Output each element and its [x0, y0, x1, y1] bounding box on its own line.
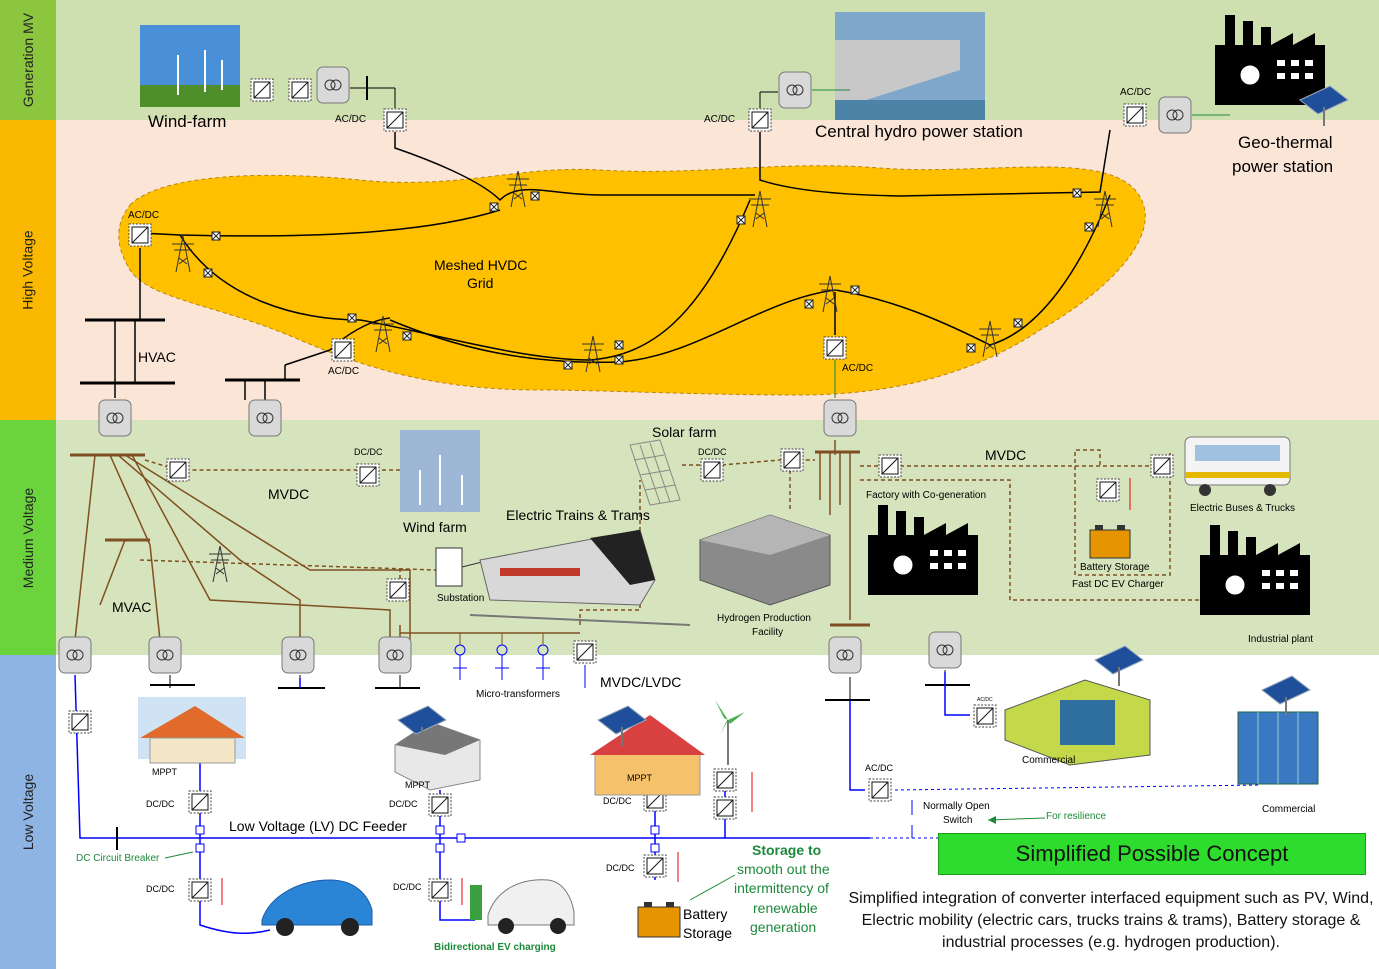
mvdc-lvdc-label: MVDC/LVDC — [600, 674, 682, 690]
dcdc-label-5: DC/DC — [393, 882, 422, 892]
storage-note-2: smooth out the — [737, 861, 830, 877]
storage-note-4: renewable — [753, 900, 818, 916]
house-1-picture — [138, 697, 246, 764]
acdc-label-4: AC/DC — [128, 210, 160, 221]
geothermal-factory-icon — [1214, 14, 1326, 106]
house-2-picture — [394, 705, 481, 791]
hydro-dam-picture — [835, 12, 985, 120]
solar-farm-label: Solar farm — [652, 424, 717, 440]
hydro-label: Central hydro power station — [815, 122, 1023, 141]
commercial-label-1: Commercial — [1022, 755, 1076, 766]
trains-label: Electric Trains & Trams — [506, 507, 650, 523]
normally-open-label-1: Normally Open — [923, 801, 990, 812]
storage-note-3: intermittency of — [734, 880, 829, 896]
cogeneration-factory-icon — [867, 504, 979, 596]
dc-breaker-label: DC Circuit Breaker — [76, 853, 160, 864]
acdc-label-5: AC/DC — [328, 366, 360, 377]
bidirectional-label: Bidirectional EV charging — [434, 942, 556, 953]
commercial-building-1-picture — [1004, 645, 1151, 766]
acdc-label-6: AC/DC — [842, 363, 874, 374]
concept-title: Simplified Possible Concept — [1015, 841, 1289, 866]
commercial-building-2-picture — [1237, 675, 1319, 785]
acdc-lv-small-label: AC/DC — [977, 697, 993, 703]
normally-open-label-2: Switch — [943, 815, 973, 826]
mppt-label-2: MPPT — [405, 780, 431, 790]
hydrogen-label-2: Facility — [752, 627, 784, 638]
hvdc-label-2: Grid — [467, 275, 494, 291]
dcdc-label-3: DC/DC — [603, 796, 632, 806]
mv-wind-farm-picture — [400, 430, 480, 512]
mv-wind-farm-label: Wind farm — [403, 519, 467, 535]
battery-label-2: Storage — [683, 925, 733, 941]
battery-storage-mv-label: Battery Storage — [1080, 562, 1150, 573]
concept-description: Simplified integration of converter inte… — [848, 890, 1374, 951]
geo-label-1: Geo-thermal — [1238, 133, 1333, 152]
resilience-label: For resilience — [1046, 811, 1107, 822]
storage-note-1: Storage to — [752, 842, 822, 858]
acdc-label-3: AC/DC — [1120, 87, 1152, 98]
industrial-label: Industrial plant — [1248, 634, 1314, 645]
generation-band-label: Generation MV — [0, 0, 56, 120]
micro-transformers-label: Micro-transformers — [476, 689, 560, 700]
dcdc-label-4: DC/DC — [146, 884, 175, 894]
buses-label: Electric Buses & Trucks — [1190, 503, 1296, 514]
mppt-label-3: MPPT — [627, 773, 653, 783]
lv-feeder-label: Low Voltage (LV) DC Feeder — [229, 818, 407, 834]
acdc-label-1: AC/DC — [335, 114, 367, 125]
medium-voltage-band-label: Medium Voltage — [0, 420, 56, 655]
hvac-label: HVAC — [138, 349, 176, 365]
mvdc-label-1: MVDC — [268, 486, 310, 502]
wind-farm-gen-label: Wind-farm — [148, 112, 227, 131]
battery-storage-lv-icon — [637, 902, 681, 938]
acdc-label-2: AC/DC — [704, 114, 736, 125]
mppt-label-1: MPPT — [152, 767, 178, 777]
battery-label-1: Battery — [683, 906, 728, 922]
house-3-picture — [590, 705, 705, 796]
commercial-label-2: Commercial — [1262, 804, 1316, 815]
factory-label: Factory with Co-generation — [866, 490, 987, 501]
dcdc-label-2: DC/DC — [389, 799, 418, 809]
battery-storage-mv-icon — [1089, 525, 1131, 559]
storage-note-5: generation — [750, 919, 817, 935]
nissan-leaf-picture — [261, 879, 373, 936]
high-voltage-band-label: High Voltage — [0, 120, 56, 420]
dcdc-mv-label: DC/DC — [354, 447, 383, 457]
hvdc-grid-area — [118, 165, 1146, 396]
electric-bus-picture — [1184, 436, 1291, 496]
solar-farm-picture — [629, 439, 681, 506]
acdc-lv-label: AC/DC — [865, 763, 894, 773]
substation-label: Substation — [437, 593, 485, 604]
dcdc-label-1: DC/DC — [146, 799, 175, 809]
geo-label-2: power station — [1232, 157, 1334, 176]
mvac-label: MVAC — [112, 599, 152, 615]
dcdc-solar-label: DC/DC — [698, 447, 727, 457]
industrial-plant-icon — [1199, 524, 1311, 616]
ev-charging-car-picture — [470, 879, 575, 934]
dcdc-label-6: DC/DC — [606, 863, 635, 873]
mvdc-label-2: MVDC — [985, 447, 1027, 463]
low-voltage-band-label: Low Voltage — [0, 655, 56, 969]
fast-ev-label: Fast DC EV Charger — [1072, 579, 1164, 590]
hydrogen-label-1: Hydrogen Production — [717, 613, 811, 624]
hydrogen-facility-picture — [699, 514, 831, 606]
small-wind-turbine-icon — [715, 700, 745, 765]
hvdc-label-1: Meshed HVDC — [434, 257, 528, 273]
substation-box — [435, 547, 463, 587]
train-picture — [469, 529, 691, 626]
medium-voltage-band — [0, 420, 1379, 655]
wind-farm-picture — [140, 25, 240, 107]
concept-title-box: Simplified Possible Concept — [938, 833, 1366, 875]
